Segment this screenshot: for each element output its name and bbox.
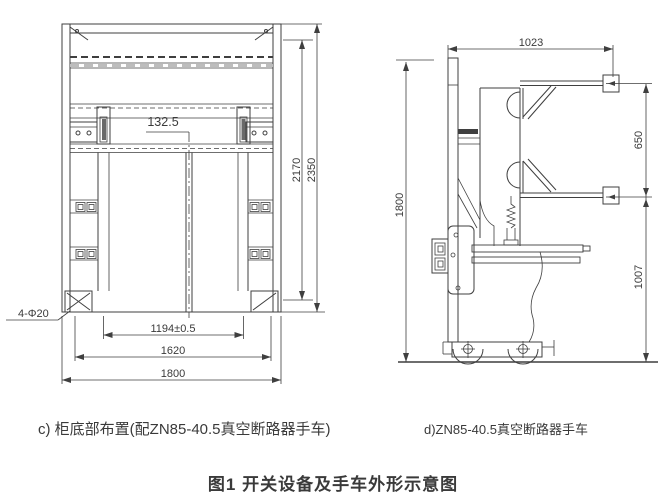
- dim-center-offset-label: 132.5: [147, 115, 178, 129]
- caption-view-c: c) 柜底部布置(配ZN85-40.5真空断路器手车): [38, 421, 331, 438]
- dim-height-total-label: 2350: [306, 158, 318, 182]
- handcart-dimension-lines: [396, 45, 652, 362]
- handcart-outline-drawing: [398, 45, 658, 365]
- dim-contact-to-ground-label: 1007: [633, 265, 645, 289]
- dim-depth-label: 1023: [519, 37, 543, 49]
- dim-width-total-label: 1800: [161, 368, 185, 380]
- dimension-labels: 132.5 1194±0.5 1620 1800 2170 2350 4-Φ20…: [18, 37, 645, 380]
- corner-holes-label: 4-Φ20: [18, 308, 49, 320]
- dim-height-inner-label: 2170: [291, 158, 303, 182]
- cabinet-dimension-lines: [61, 23, 325, 384]
- dim-contact-spacing-label: 650: [633, 131, 645, 149]
- dim-width-mid-label: 1620: [161, 345, 185, 357]
- cabinet-outline-drawing: [6, 23, 282, 321]
- dim-handcart-height-label: 1800: [394, 193, 406, 217]
- dim-rail-span-label: 1194±0.5: [151, 323, 196, 335]
- caption-view-d: d)ZN85-40.5真空断路器手车: [424, 422, 588, 437]
- figure-title: 图1 开关设备及手车外形示意图: [207, 475, 459, 494]
